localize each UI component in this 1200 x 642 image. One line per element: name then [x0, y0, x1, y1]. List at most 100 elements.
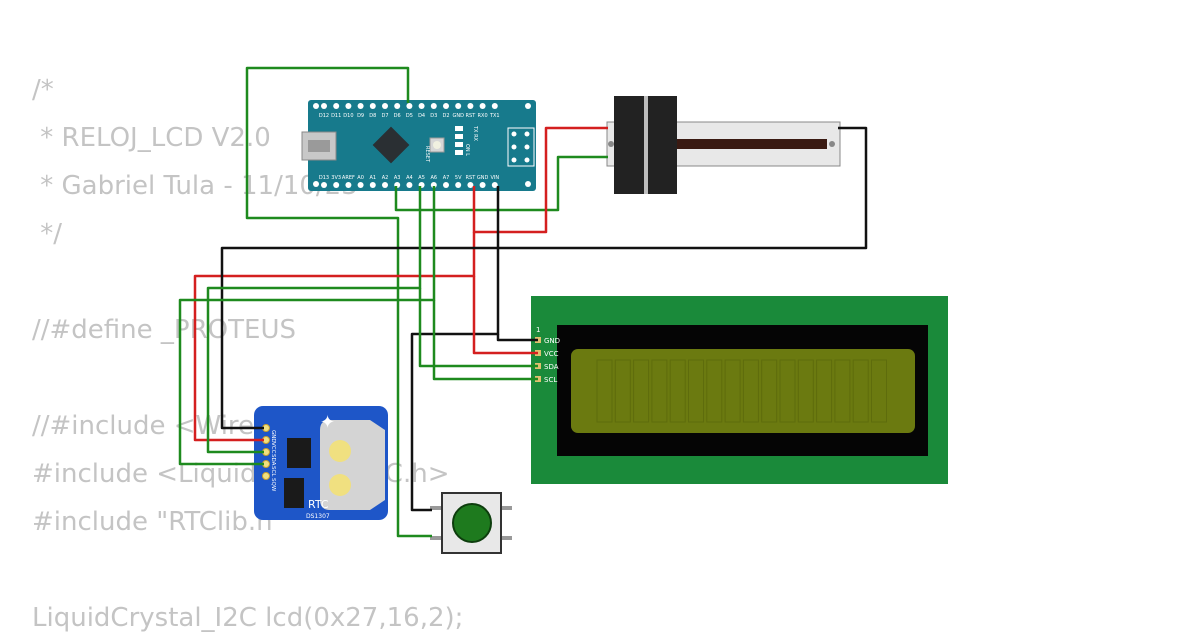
pot-screw — [829, 141, 835, 147]
arduino-board — [308, 100, 536, 191]
wire-gnd-button — [410, 248, 500, 512]
pin-label: D3 — [430, 113, 437, 119]
pin-label: D7 — [381, 113, 388, 119]
pin-5v[interactable] — [455, 182, 462, 188]
pin-label: D12 — [319, 113, 329, 119]
tx-rx-label: TX RX — [472, 125, 478, 142]
wire-a5-rtc-scl — [178, 186, 436, 466]
pin-3v3[interactable] — [333, 182, 340, 188]
pin-d13[interactable] — [321, 182, 327, 188]
code-line: LiquidCrystal_I2C lcd(0x27,16,2); — [32, 603, 464, 633]
pin-label: D5 — [406, 113, 413, 119]
pin-label: A4 — [406, 175, 413, 181]
wire-gnd-lcd — [496, 334, 538, 342]
push-button[interactable] — [430, 492, 512, 554]
pin-label: D9 — [357, 113, 364, 119]
rtc-title: RTC — [308, 498, 329, 511]
pin-label: RST — [466, 175, 477, 181]
pin-d5[interactable] — [406, 103, 413, 109]
lcd-cell — [669, 359, 686, 423]
lcd-cell — [852, 359, 869, 423]
code-line: //#define _PROTEUS — [32, 315, 296, 345]
slide-potentiometer[interactable] — [606, 96, 841, 194]
wire-a5-lcd-scl — [432, 300, 538, 381]
lcd-cell — [596, 359, 613, 423]
lcd-pin-label: SCL — [544, 376, 557, 384]
pin-rst[interactable] — [467, 182, 474, 188]
rtc-chip — [287, 438, 311, 468]
pot-track — [622, 139, 827, 149]
mounting-hole — [525, 103, 531, 109]
battery-contact — [329, 440, 351, 462]
pin-gnd[interactable] — [479, 182, 486, 188]
code-line: /* — [32, 75, 54, 105]
pin-a4[interactable] — [406, 182, 413, 188]
rtc-pin-sqw[interactable] — [262, 472, 270, 480]
pin-label: A7 — [443, 175, 450, 181]
lcd-cell — [834, 359, 851, 423]
lcd-character-cells — [596, 359, 887, 423]
reset-label: RESET — [424, 146, 430, 163]
pin-a1[interactable] — [369, 182, 376, 188]
adafruit-star-icon: ✦ — [320, 412, 335, 432]
pin-d12[interactable] — [321, 103, 327, 109]
pin-a0[interactable] — [357, 182, 364, 188]
wires — [178, 66, 868, 538]
pin-label: A2 — [382, 175, 389, 181]
pin-rst[interactable] — [467, 103, 474, 109]
button-leg — [430, 536, 442, 540]
pin-label: D8 — [369, 113, 376, 119]
pin-a2[interactable] — [382, 182, 388, 188]
pin-d2[interactable] — [443, 103, 449, 109]
pin-rx0[interactable] — [479, 103, 486, 109]
wire-5v-rtc — [193, 232, 476, 442]
lcd-pin-label: SDA — [544, 363, 559, 371]
rtc-pin-label: VCC — [270, 442, 276, 454]
wire-d6-button — [245, 66, 432, 538]
pin-d10[interactable] — [345, 103, 352, 109]
rtc-pin-label: SCL — [270, 466, 276, 477]
crystal — [284, 478, 304, 508]
pin-label: D10 — [343, 113, 353, 119]
lcd-cell — [779, 359, 796, 423]
pin-a6[interactable] — [430, 182, 437, 188]
reset-button-cap — [433, 141, 441, 149]
pin-d3[interactable] — [430, 103, 437, 109]
pin-d11[interactable] — [333, 103, 340, 109]
pin-d7[interactable] — [382, 103, 388, 109]
pin-label: A1 — [369, 175, 376, 181]
pin-tx1[interactable] — [491, 103, 498, 109]
pin-label: A6 — [430, 175, 437, 181]
lcd-cell — [742, 359, 759, 423]
pin-d9[interactable] — [357, 103, 364, 109]
usb-port — [308, 140, 330, 152]
pin-d4[interactable] — [418, 103, 425, 109]
lcd-pin-label: GND — [544, 337, 560, 345]
wire-a4-rtc-sda — [206, 186, 422, 454]
pot-knob-groove — [644, 96, 648, 194]
wire-a4-lcd-sda — [418, 288, 538, 368]
mounting-hole — [525, 181, 531, 187]
pin-label: D6 — [394, 113, 401, 119]
pin-label: 3V3 — [331, 175, 341, 181]
lcd-cell — [761, 359, 778, 423]
battery-holder — [320, 420, 385, 510]
pin-gnd[interactable] — [455, 103, 462, 109]
mounting-hole — [313, 181, 319, 187]
pin-label: D2 — [442, 113, 449, 119]
rtc-pin-label: GND — [270, 430, 276, 443]
button-cap[interactable] — [452, 503, 492, 543]
pin-label: A0 — [357, 175, 364, 181]
led — [455, 134, 463, 139]
pin-vin[interactable] — [491, 182, 498, 188]
pin-aref[interactable] — [345, 182, 352, 188]
pin-d6[interactable] — [394, 103, 401, 109]
pin-a7[interactable] — [443, 182, 449, 188]
button-leg — [500, 536, 512, 540]
pin-d8[interactable] — [369, 103, 376, 109]
